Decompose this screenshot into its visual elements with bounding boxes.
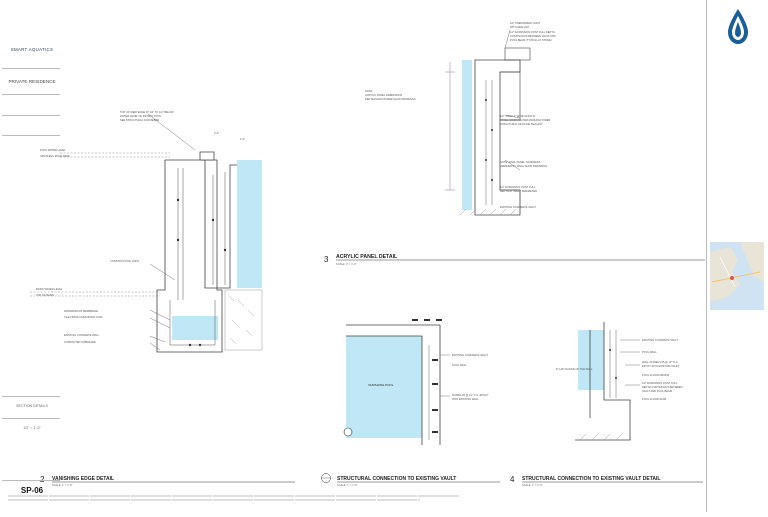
tb-separator <box>2 418 60 419</box>
svg-text:WATER LEVEL OF INFINITY POOL: WATER LEVEL OF INFINITY POOL <box>120 114 162 118</box>
detail-4-number: 4 <box>510 475 515 484</box>
svg-text:PANEL ADHESIVE PER MANUFACTURE: PANEL ADHESIVE PER MANUFACTURER <box>500 118 550 122</box>
map-graphic <box>710 242 764 302</box>
detail-3-title: 3 ACRYLIC PANEL DETAIL SCALE: 3" = 1'-0" <box>324 254 705 266</box>
svg-text:POOL WALL: POOL WALL <box>642 350 657 354</box>
company-name: SMART AQUATICS <box>10 47 54 52</box>
svg-text:8" LAP ON END OF THE WALL: 8" LAP ON END OF THE WALL <box>556 367 593 371</box>
svg-text:NOTE: FINAL PANEL THICKNESS: NOTE: FINAL PANEL THICKNESS <box>500 160 541 164</box>
pool-water-fill <box>346 336 422 438</box>
svg-text:EXISTING CONCRETE WALL: EXISTING CONCRETE WALL <box>64 333 100 337</box>
sheet-number: SP-06 <box>20 486 44 495</box>
svg-text:DOWEL #5 @ 12" O.C. EPOXY: DOWEL #5 @ 12" O.C. EPOXY <box>452 393 489 397</box>
tb-separator <box>2 480 60 481</box>
svg-text:CONSTRUCTION JOINT: CONSTRUCTION JOINT <box>110 259 140 263</box>
svg-text:1'-0": 1'-0" <box>240 137 245 141</box>
location-pin-icon <box>730 276 734 280</box>
svg-text:1/2" THICK 2" WIDE ACRYLIC: 1/2" THICK 2" WIDE ACRYLIC <box>500 114 535 118</box>
svg-text:1/2" EXPANSION JOINT FULL: 1/2" EXPANSION JOINT FULL <box>642 381 678 385</box>
svg-text:VANISHING EDGE WEIR: VANISHING EDGE WEIR <box>40 154 70 158</box>
svg-text:WALL DOWELS #5 @ 12" O.C.: WALL DOWELS #5 @ 12" O.C. <box>642 360 679 364</box>
detail-2-title: VANISHING EDGE DETAIL <box>52 476 114 482</box>
svg-text:EXISTING CONCRETE VAULT: EXISTING CONCRETE VAULT <box>452 353 488 357</box>
detail-3-scale: SCALE: 3" = 1'-0" <box>336 262 357 266</box>
structural-connection-vault-detail: EXISTING CONCRETE VAULT POOL WALL WALL D… <box>556 322 683 441</box>
svg-text:1/2" PREFORMED JOINT: 1/2" PREFORMED JOINT <box>510 21 540 25</box>
svg-text:POOL WATER LEVEL: POOL WATER LEVEL <box>40 148 66 152</box>
svg-text:TOP OF WEIR EDGE AT 1/4" TO 1/: TOP OF WEIR EDGE AT 1/4" TO 1/2" BELOW <box>120 110 174 114</box>
detail-3-number: 3 <box>324 255 329 264</box>
svg-text:2'-0": 2'-0" <box>214 131 219 135</box>
vanishing-edge-detail: TOP OF WEIR EDGE AT 1/4" TO 1/2" BELOW W… <box>30 110 263 353</box>
sheet-scale: 1/2" = 1'-0" <box>23 426 41 430</box>
svg-text:INTO EXISTING WALL: INTO EXISTING WALL <box>452 397 479 401</box>
svg-text:WATERPROOF MEMBRANE: WATERPROOF MEMBRANE <box>64 309 98 313</box>
detail-2-number: 2 <box>40 475 45 484</box>
svg-text:POOL BEAM (TYPICAL AT STONE): POOL BEAM (TYPICAL AT STONE) <box>510 38 552 42</box>
sheet-label: SECTION DETAILS <box>16 404 48 408</box>
basin-water-fill <box>172 316 218 340</box>
location-map[interactable] <box>710 242 764 310</box>
svg-text:DEPTH AT VAULT PERIMETER: DEPTH AT VAULT PERIMETER <box>500 189 537 193</box>
svg-text:TOP OF BASIN: TOP OF BASIN <box>36 293 54 297</box>
detail-3-title-text: ACRYLIC PANEL DETAIL <box>336 254 398 260</box>
svg-text:VAULT AND POOL BEAM: VAULT AND POOL BEAM <box>642 389 672 393</box>
tb-separator <box>2 68 60 69</box>
vault-water-fill <box>578 330 604 390</box>
svg-text:ACRYLIC PANEL DIMENSIONS: ACRYLIC PANEL DIMENSIONS <box>365 93 403 97</box>
svg-text:CONTINUOUS BETWEEN VAULT AND: CONTINUOUS BETWEEN VAULT AND <box>510 34 556 38</box>
section-marker-icon <box>343 427 353 437</box>
svg-text:NOTE:: NOTE: <box>365 89 373 93</box>
vanishing-pool-label: VANISHING POOL <box>368 383 394 387</box>
tb-separator <box>2 115 60 116</box>
structural-connection-detail: VANISHING POOL EXISTING CONCRETE VAULT P… <box>343 319 489 445</box>
tb-separator <box>2 94 60 95</box>
svg-text:DEPTH CONTINUOUS BETWEEN: DEPTH CONTINUOUS BETWEEN <box>642 385 683 389</box>
detail-2-scale: SCALE: 1" = 1'-0" <box>52 483 73 487</box>
svg-text:EPOXY INTO EXISTING VAULT: EPOXY INTO EXISTING VAULT <box>642 364 680 368</box>
svg-text:COMPACTED SUBGRADE: COMPACTED SUBGRADE <box>64 340 96 344</box>
svg-text:SEE STRUCTURAL FOR REBAR: SEE STRUCTURAL FOR REBAR <box>120 118 159 122</box>
svg-text:1/2" EXPANSION JOINT FULL DEPT: 1/2" EXPANSION JOINT FULL DEPTH <box>510 30 555 34</box>
tb-separator <box>2 135 60 136</box>
svg-text:1/2" EXPANSION JOINT FULL: 1/2" EXPANSION JOINT FULL <box>500 185 536 189</box>
svg-text:STRUCTURAL SILICONE SEALANT: STRUCTURAL SILICONE SEALANT <box>500 122 543 126</box>
detail-4-title: STRUCTURAL CONNECTION TO EXISTING VAULT … <box>522 476 660 482</box>
water-fill <box>237 160 262 288</box>
svg-text:POOL WALL: POOL WALL <box>452 363 467 367</box>
svg-text:POOL FLOOR SLAB: POOL FLOOR SLAB <box>642 397 666 401</box>
detail-mid-scale: SCALE: 1" = 1'-0" <box>337 483 358 487</box>
svg-text:PER MANUFACTURER SHOP DRAWINGS: PER MANUFACTURER SHOP DRAWINGS <box>365 97 416 101</box>
tb-separator <box>2 396 60 397</box>
acrylic-panel-fill <box>462 60 472 210</box>
svg-text:EXISTING CONCRETE VAULT: EXISTING CONCRETE VAULT <box>642 338 678 342</box>
svg-text:WITH SEALANT: WITH SEALANT <box>510 25 530 29</box>
bottom-titles: 2 VANISHING EDGE DETAIL SCALE: 1" = 1'-0… <box>40 473 703 487</box>
svg-text:EXISTING CONCRETE VAULT: EXISTING CONCRETE VAULT <box>500 205 536 209</box>
detail-4-scale: SCALE: 1" = 1'-0" <box>522 483 543 487</box>
svg-text:POOL FLOOR DRAINS: POOL FLOOR DRAINS <box>642 373 670 377</box>
detail-mid-title: STRUCTURAL CONNECTION TO EXISTING VAULT <box>337 476 456 482</box>
general-notes <box>8 495 460 501</box>
acrylic-panel-detail: 1/2" PREFORMED JOINT WITH SEALANT 1/2" E… <box>365 21 556 216</box>
svg-text:VERIFIED BY FINAL SHOP DRAWING: VERIFIED BY FINAL SHOP DRAWINGS <box>500 164 547 168</box>
svg-text:BASIN WATER LEVEL: BASIN WATER LEVEL <box>36 287 63 291</box>
project-name: PRIVATE RESIDENCE <box>8 79 56 84</box>
svg-text:TILE FINISH OVER BOND COAT: TILE FINISH OVER BOND COAT <box>64 315 103 319</box>
water-drop-icon <box>728 9 748 44</box>
